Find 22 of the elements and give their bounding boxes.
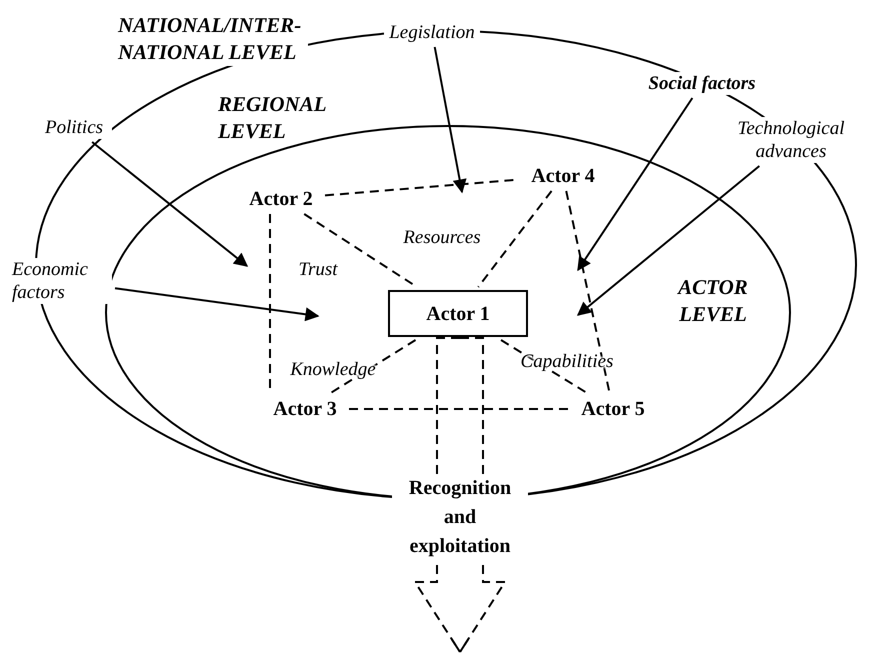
actor-label: Actor 3 [264,397,346,421]
actor-label: Actor 4 [522,164,604,188]
level-heading: ACTOR LEVEL [676,274,749,328]
arrow [91,141,248,267]
arrow [577,97,694,272]
block-arrow [436,337,484,475]
actor-label: Actor 2 [240,187,322,211]
concept-label: Resources [402,226,482,249]
arrow [114,287,320,322]
level-heading: REGIONAL LEVEL [218,91,327,145]
actor-box: Actor 1 [388,290,528,337]
edge-label: Capabilities [520,350,614,373]
edge-label: Knowledge [289,358,377,381]
dashed-link [328,339,416,395]
factor-label: Economic factors [12,258,112,304]
edge-label: Trust [297,258,339,281]
dashed-link [477,190,552,288]
dashed-link [349,408,569,410]
actor-label: Actor 5 [572,397,654,421]
arrow [576,165,760,316]
block-arrow-head [413,564,507,653]
arrow [434,46,467,194]
